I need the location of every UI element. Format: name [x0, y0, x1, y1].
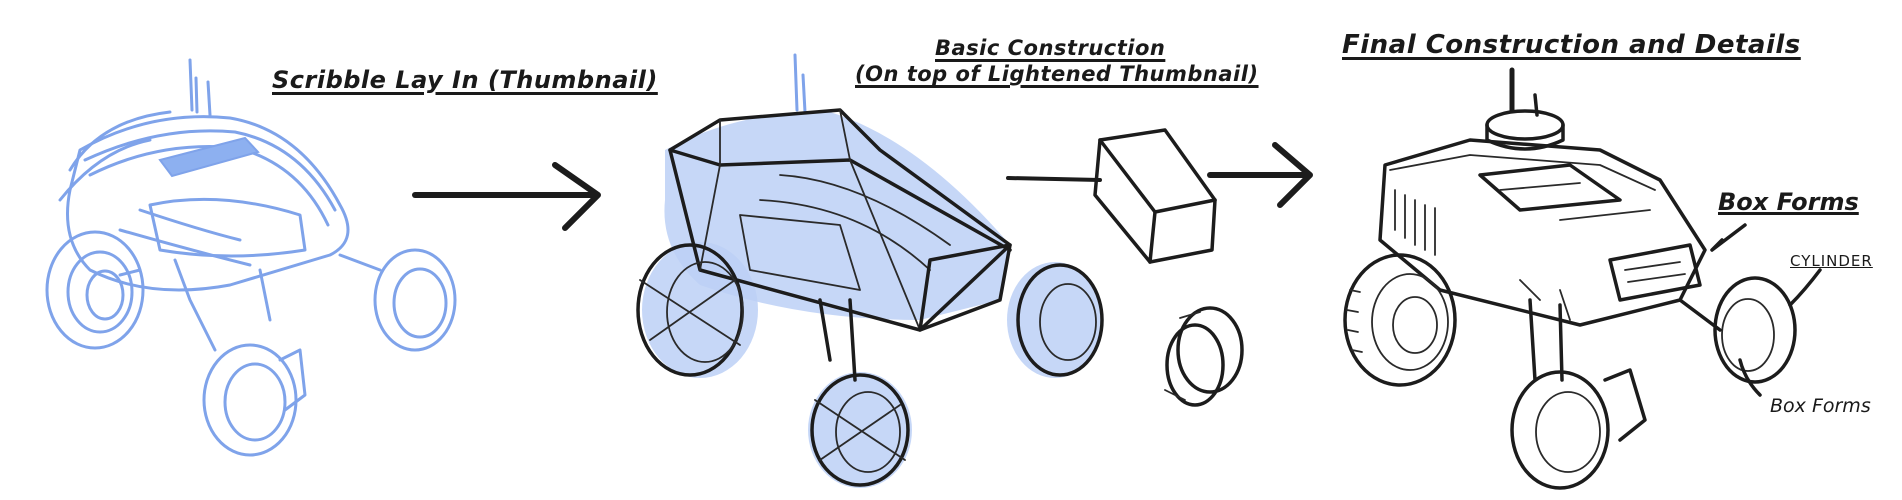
box-forms-note-bottom: Box Forms — [1770, 395, 1871, 417]
box-primitive — [1006, 128, 1313, 264]
step2-title-line1: Basic Construction — [935, 36, 1166, 60]
basic-construction-vehicle — [636, 53, 1104, 488]
step3-title: Final Construction and Details — [1342, 30, 1801, 60]
step1-title: Scribble Lay In (Thumbnail) — [272, 66, 658, 94]
cylinder-note: CYLINDER — [1790, 252, 1873, 270]
scribble-thumbnail — [45, 58, 457, 457]
step2-title-line2: (On top of Lightened Thumbnail) — [855, 62, 1259, 86]
arrow-1 — [412, 162, 601, 231]
box-forms-note-top: Box Forms — [1718, 188, 1859, 216]
cylinder-primitive — [1164, 306, 1244, 407]
final-vehicle — [1343, 67, 1822, 490]
